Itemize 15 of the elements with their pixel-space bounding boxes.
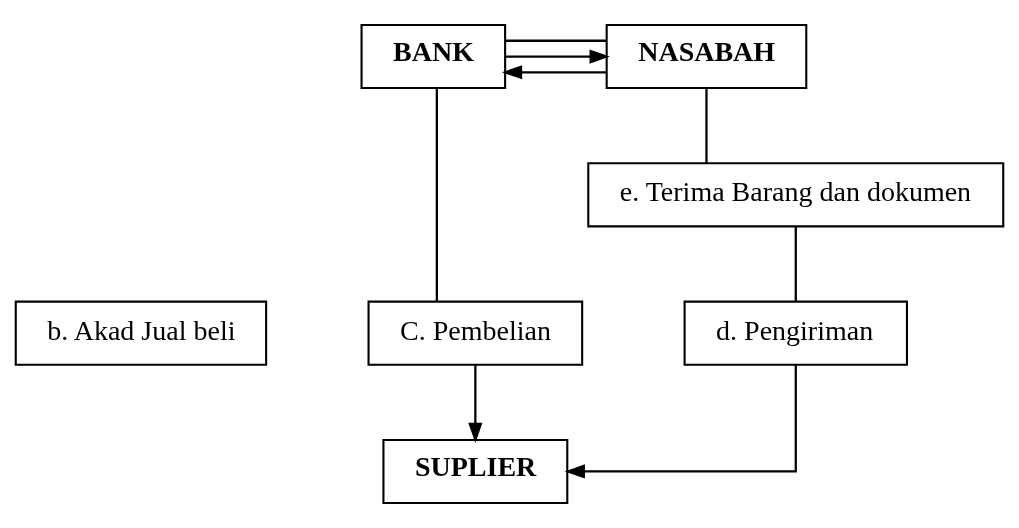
node-box: d. Pengiriman (683, 300, 908, 366)
arrow (564, 365, 797, 479)
node-box: NASABAH (605, 23, 808, 90)
connector (794, 226, 797, 302)
arrow (468, 365, 483, 444)
node-box: C. Pembelian (367, 300, 584, 366)
arrow (501, 65, 607, 80)
node-box: b. Akad Jual beli (14, 300, 268, 366)
node-box: SUPLIER (382, 438, 569, 505)
node-box: e. Terima Barang dan dokumen (587, 162, 1005, 228)
connector (435, 88, 438, 301)
connector (505, 39, 607, 42)
connector (705, 88, 708, 163)
arrow (505, 49, 610, 64)
node-box: BANK (360, 23, 507, 90)
